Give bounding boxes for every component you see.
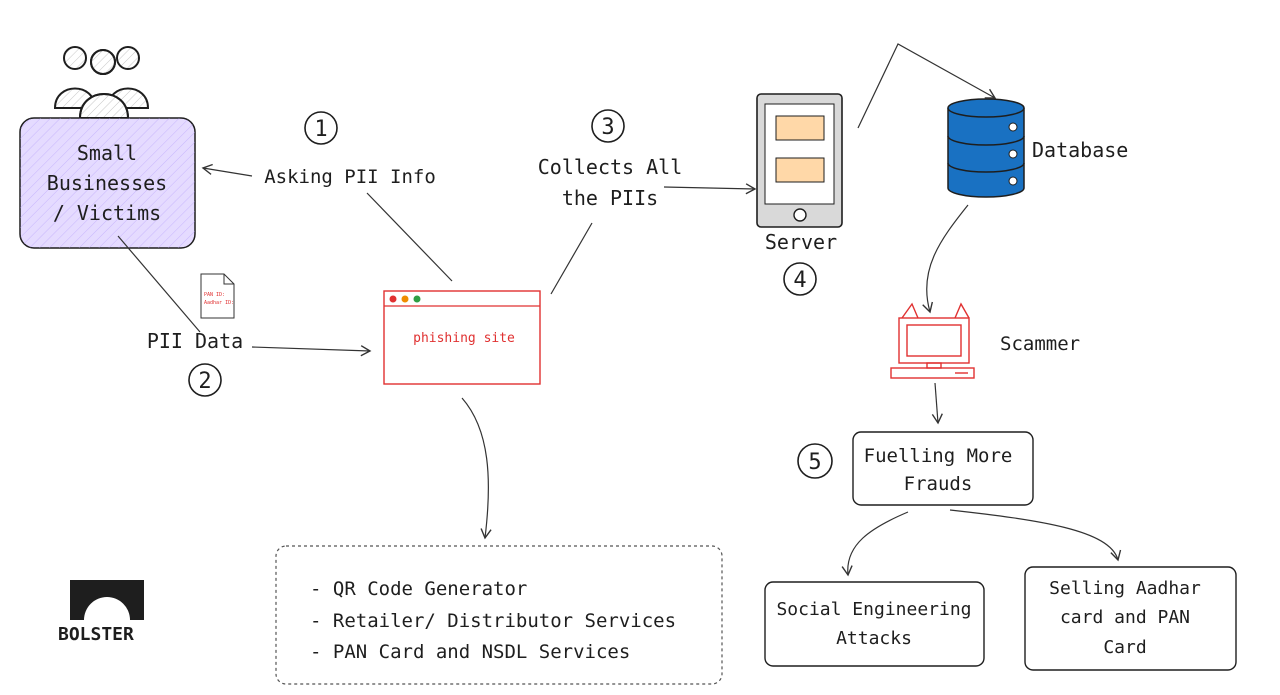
arrow-site-to-services (461, 397, 492, 540)
svg-text:3: 3 (601, 115, 614, 140)
social-label-line1: Social Engineering (776, 599, 971, 620)
selling-label-line2: card and PAN (1060, 607, 1190, 628)
service-item-3: - PAN Card and NSDL Services (310, 641, 630, 663)
database-label: Database (1032, 138, 1128, 162)
scammer-computer-icon (890, 302, 975, 379)
bolster-logo-icon (70, 580, 144, 620)
fuelling-label-line1: Fuelling More (864, 445, 1013, 467)
victims-label-line2: Businesses (47, 171, 167, 195)
social-label-line2: Attacks (836, 628, 912, 649)
services-box (275, 545, 723, 685)
victims-label-line3: / Victims (53, 201, 161, 225)
svg-text:PAN ID:: PAN ID: (204, 292, 225, 298)
arrow-piidata-to-site (251, 345, 372, 357)
step-5-badge: 5 (797, 443, 833, 479)
arrow-server-to-database (857, 43, 997, 129)
fuelling-label-line2: Frauds (904, 473, 973, 495)
arrow-collects-to-server (663, 183, 757, 195)
social-engineering-box (764, 581, 985, 667)
arrow-fuelling-to-social (841, 511, 909, 577)
people-icon (53, 46, 150, 119)
service-item-2: - Retailer/ Distributor Services (310, 610, 676, 632)
selling-box (1024, 566, 1237, 671)
server-icon (756, 93, 843, 228)
collects-label-line2: the PIIs (562, 186, 658, 210)
selling-label-line1: Selling Aadhar (1049, 578, 1201, 599)
database-icon (947, 98, 1025, 198)
fuelling-box (852, 431, 1034, 506)
svg-text:4: 4 (793, 268, 806, 293)
pii-data-label: PII Data (147, 329, 243, 353)
bolster-logo-text: BOLSTER (58, 624, 134, 645)
server-label: Server (765, 230, 837, 254)
step-1-badge: 1 (304, 111, 338, 145)
collects-label-line1: Collects All (538, 155, 683, 179)
step-2-badge: 2 (188, 363, 222, 397)
arrow-scammer-to-fuelling (931, 382, 943, 425)
phishing-site-label: phishing site (413, 331, 515, 346)
step-3-badge: 3 (591, 109, 625, 143)
scammer-label: Scammer (1000, 333, 1080, 355)
service-item-1: - QR Code Generator (310, 578, 527, 600)
svg-text:Aadhar ID:: Aadhar ID: (204, 300, 234, 306)
line-site-to-collects (550, 222, 593, 295)
step-4-badge: 4 (783, 262, 817, 296)
line-asking-to-site (366, 192, 453, 282)
arrow-asking-to-victims (201, 163, 253, 177)
arrow-fuelling-to-selling (949, 509, 1122, 562)
victims-label-line1: Small (77, 141, 137, 165)
document-icon: PAN ID: Aadhar ID: (200, 273, 235, 319)
asking-pii-label: Asking PII Info (264, 166, 436, 188)
arrow-database-to-scammer (922, 204, 969, 314)
svg-text:2: 2 (198, 369, 211, 394)
svg-text:1: 1 (314, 117, 327, 142)
selling-label-line3: Card (1103, 637, 1146, 658)
phishing-site-window: phishing site (383, 290, 541, 385)
line-victims-to-piidata (117, 235, 201, 333)
svg-text:5: 5 (808, 450, 821, 475)
